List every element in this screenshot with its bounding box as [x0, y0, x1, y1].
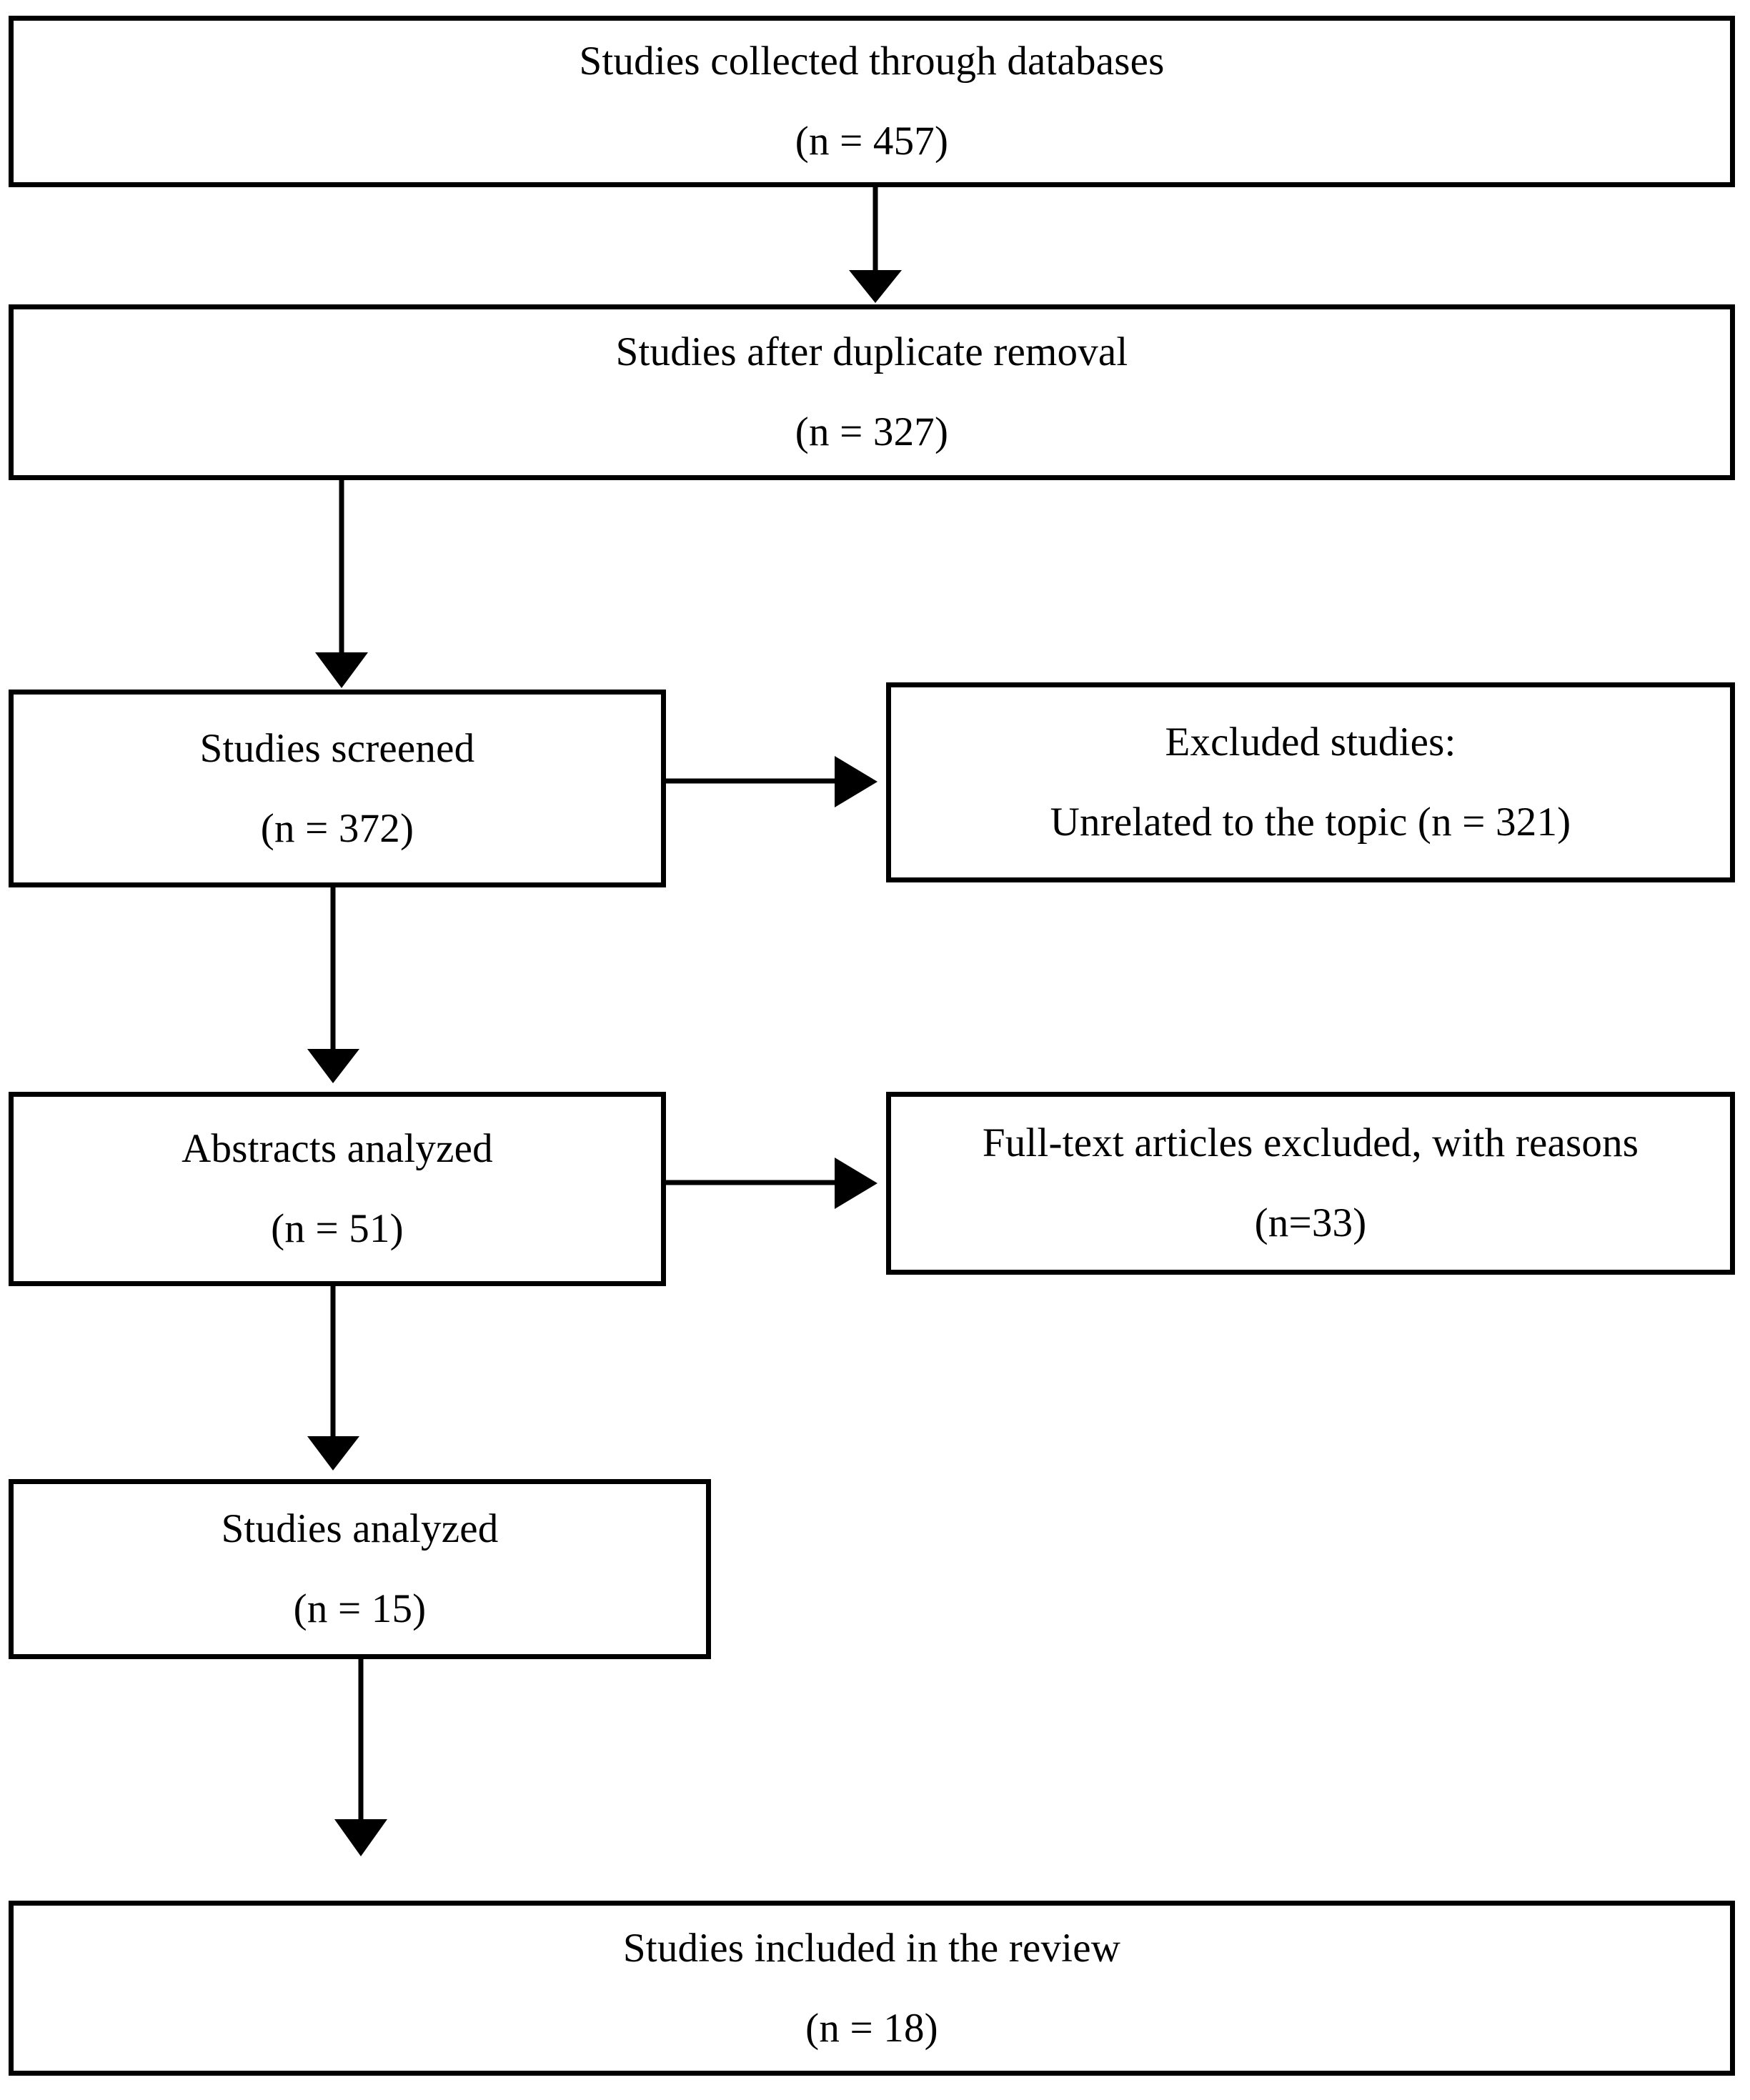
node-screened-primary-label: Studies screened — [199, 725, 475, 771]
node-duplicates-removed-count-label: (n = 327) — [795, 409, 949, 454]
node-abstracts-analyzed-count-label: (n = 51) — [271, 1206, 404, 1251]
edge-duplicates-to-screened — [315, 480, 368, 688]
node-screened-excluded-primary-label: Excluded studies: — [1165, 720, 1456, 765]
node-duplicates-removed-primary-label: Studies after duplicate removal — [615, 329, 1128, 375]
node-included[interactable]: Studies included in the review (n = 18) — [9, 1901, 1735, 2076]
edge-screened-to-excluded — [666, 756, 878, 807]
node-identification-primary-label: Studies collected through databases — [579, 39, 1165, 84]
node-screened[interactable]: Studies screened (n = 372) — [9, 690, 666, 887]
edge-abstracts-to-fulltext-excluded — [666, 1158, 878, 1209]
node-studies-analyzed-count-label: (n = 15) — [293, 1586, 427, 1631]
node-studies-analyzed-primary-label: Studies analyzed — [221, 1506, 499, 1552]
edge-analyzed-to-included — [334, 1659, 387, 1856]
node-fulltext-excluded[interactable]: Full-text articles excluded, with reason… — [886, 1092, 1735, 1275]
node-included-primary-label: Studies included in the review — [622, 1925, 1121, 1971]
node-identification[interactable]: Studies collected through databases (n =… — [9, 16, 1735, 187]
node-screened-excluded-count-label: Unrelated to the topic (n = 321) — [1050, 800, 1571, 845]
node-duplicates-removed[interactable]: Studies after duplicate removal (n = 327… — [9, 304, 1735, 480]
node-screened-count-label: (n = 372) — [260, 805, 414, 851]
node-included-count-label: (n = 18) — [805, 2005, 938, 2051]
node-abstracts-analyzed-primary-label: Abstracts analyzed — [182, 1126, 493, 1172]
node-fulltext-excluded-count-label: (n=33) — [1254, 1200, 1367, 1245]
node-fulltext-excluded-primary-label: Full-text articles excluded, with reason… — [982, 1120, 1639, 1166]
edge-screened-to-abstracts — [307, 887, 359, 1083]
edge-identification-to-duplicates — [849, 187, 902, 303]
node-studies-analyzed[interactable]: Studies analyzed (n = 15) — [9, 1479, 711, 1659]
node-identification-count-label: (n = 457) — [795, 119, 949, 164]
node-screened-excluded[interactable]: Excluded studies: Unrelated to the topic… — [886, 682, 1735, 882]
edge-abstracts-to-analyzed — [307, 1286, 359, 1471]
node-abstracts-analyzed[interactable]: Abstracts analyzed (n = 51) — [9, 1092, 666, 1286]
